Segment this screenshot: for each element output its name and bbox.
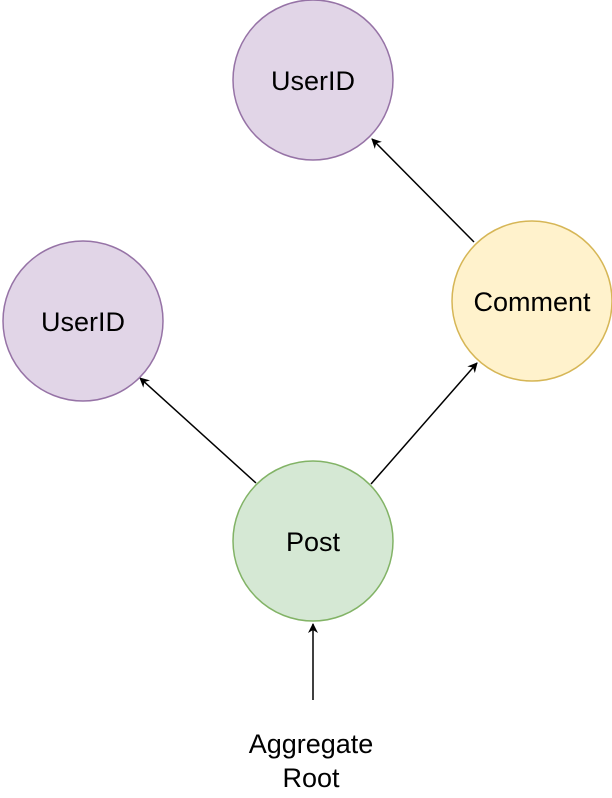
node-userid-left[interactable]: UserID xyxy=(2,240,164,402)
userid-top-label: UserID xyxy=(271,66,355,96)
userid-left-label: UserID xyxy=(41,307,125,337)
post-label: Post xyxy=(286,527,341,557)
node-comment[interactable]: Comment xyxy=(451,220,612,382)
edge-post-to-comment xyxy=(370,362,478,485)
aggregate-root-line1: Aggregate xyxy=(249,729,374,759)
edge-comment-to-userid-top xyxy=(371,138,475,243)
edge-post-to-userid-left xyxy=(139,377,257,484)
aggregate-root-label: Aggregate Root xyxy=(249,729,374,793)
node-userid-top[interactable]: UserID xyxy=(232,0,394,161)
aggregate-root-line2: Root xyxy=(282,763,340,793)
post-circle xyxy=(232,460,394,622)
comment-label: Comment xyxy=(473,287,591,317)
userid-left-circle xyxy=(2,240,164,402)
userid-top-circle xyxy=(232,0,394,161)
node-post[interactable]: Post xyxy=(232,460,394,622)
comment-circle xyxy=(451,220,612,382)
